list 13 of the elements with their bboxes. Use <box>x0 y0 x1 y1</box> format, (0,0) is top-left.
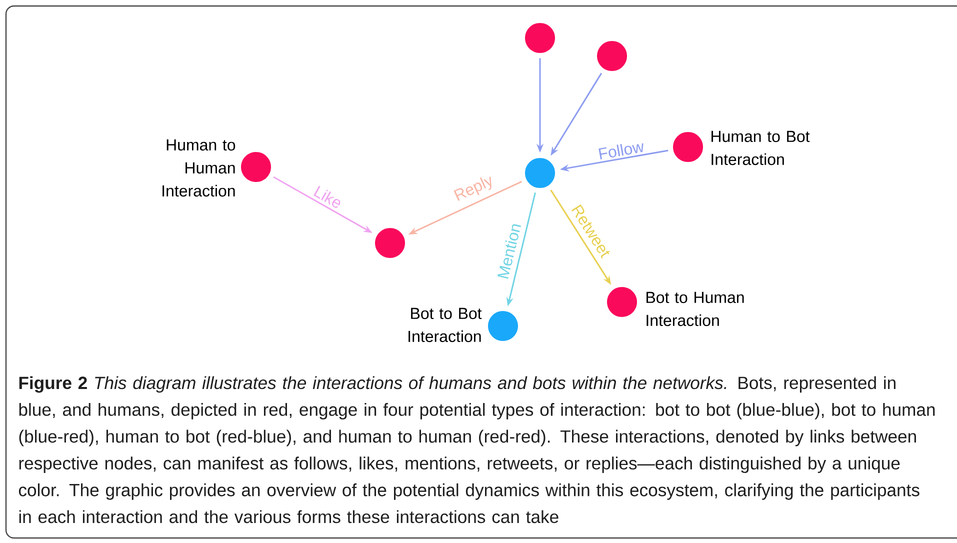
node-label: Bot to Human Interaction <box>646 292 744 326</box>
edge-label: Mention <box>495 220 523 282</box>
edge-label: Follow <box>596 139 646 161</box>
node-circle <box>597 41 627 71</box>
node-label: Human to Human Interaction <box>162 139 236 197</box>
edge-label: Like <box>310 183 346 211</box>
node-circle <box>525 158 555 188</box>
node-circle <box>525 23 555 53</box>
node-label: Human to Bot Interaction <box>712 130 810 166</box>
node-label: Bot to Bot Interaction <box>408 308 482 342</box>
figure-caption: Figure 2 This diagram illustrates the interactions of humans and bots within the networks. Bots, represented in blue, and humans, depicted in red, engage in four potential types of interaction: bot to bot (blue-blue), bot to human (blue-red), human to bot (red-blue), and human to human (red-red). These interactions, denoted by links between respective nodes, can manifest as follows, likes, mentions, retweets, or replies—each distinguished by a unique color. The graphic provides an overview of the potential dynamics within this ecosystem, clarifying the participants in each interaction and the various forms these interactions can take <box>18 376 935 524</box>
node-circle <box>375 228 405 258</box>
edge-label: Reply <box>451 172 498 206</box>
